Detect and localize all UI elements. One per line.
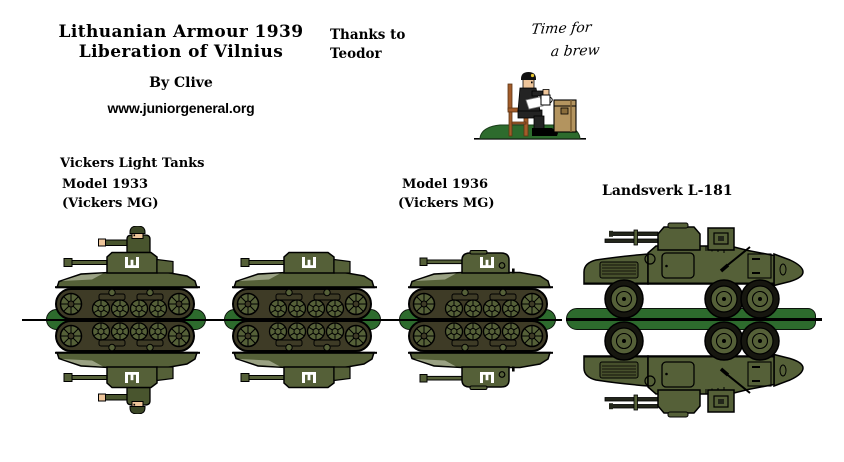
brew-line-2: a brew	[550, 42, 601, 61]
credits-line-2: Teodor	[330, 46, 382, 62]
brew-line-1: Time for	[530, 19, 593, 38]
soldier-tea-break-illustration	[474, 71, 586, 141]
title-line-1: Lithuanian Armour 1939	[58, 22, 304, 42]
vehicle-vickers-1933-top	[222, 250, 382, 320]
vehicle-vickers-1933-commander-top	[45, 226, 205, 320]
vehicle-vickers-1933-commander-reflection	[45, 320, 205, 414]
byline: By Clive	[149, 75, 213, 91]
credits-note: Thanks to Teodor	[330, 26, 405, 64]
label-model-1933-variant: (Vickers MG)	[62, 196, 159, 211]
title-line-2: Liberation of Vilnius	[78, 42, 284, 62]
vehicle-landsverk-l181-top	[578, 222, 806, 320]
fold-line-landsverk	[566, 318, 822, 321]
label-landsverk-l181: Landsverk L-181	[602, 183, 733, 199]
label-model-1936: Model 1936	[402, 177, 489, 192]
label-model-1933: Model 1933	[62, 177, 149, 192]
credits-line-1: Thanks to	[330, 27, 406, 43]
vehicle-vickers-1936-reflection	[398, 320, 558, 390]
fold-line	[22, 319, 562, 321]
brew-note: Time for a brew	[522, 18, 646, 62]
vehicle-landsverk-l181-reflection	[578, 320, 806, 418]
website-url: www.juniorgeneral.org	[107, 100, 255, 116]
title-block: Lithuanian Armour 1939 Liberation of Vil…	[38, 22, 324, 116]
vehicle-vickers-1933-reflection	[222, 320, 382, 390]
vehicle-vickers-1936-top	[398, 250, 558, 320]
label-model-1936-variant: (Vickers MG)	[398, 196, 495, 211]
label-vickers-group: Vickers Light Tanks	[60, 156, 205, 171]
